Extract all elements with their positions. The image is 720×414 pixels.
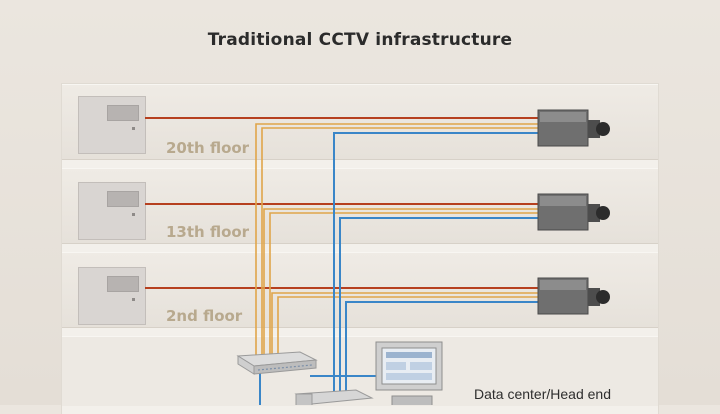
recorder-icon (294, 389, 374, 405)
floor-label-13th: 13th floor (166, 223, 250, 241)
control-panel-icon (78, 96, 146, 154)
cctv-camera-icon (537, 277, 610, 315)
monitor-icon (375, 341, 443, 405)
control-cable-20b (261, 127, 540, 360)
control-cable-2a (271, 292, 540, 360)
video-cable-2 (345, 301, 540, 392)
video-cables (259, 132, 540, 405)
video-cable-13 (339, 217, 540, 392)
control-cable-13a (263, 208, 540, 360)
control-panel-icon (78, 267, 146, 325)
control-cable-20a (255, 123, 540, 360)
cctv-camera-icon (537, 109, 610, 147)
floor-label-2nd: 2nd floor (166, 307, 243, 325)
cable-diagram (145, 109, 610, 405)
data-center-label: Data center/Head end (474, 386, 611, 402)
cctv-camera-icon (537, 193, 610, 231)
control-cables (255, 123, 540, 360)
control-cable-13b (269, 212, 540, 360)
control-panel-icon (78, 182, 146, 240)
diagram-title: Traditional CCTV infrastructure (207, 30, 513, 50)
floor-label-20th: 20th floor (166, 139, 250, 157)
video-cable-20 (333, 132, 540, 392)
network-switch-icon (236, 351, 318, 375)
power-cables (145, 117, 540, 289)
control-cable-2b (277, 296, 540, 360)
